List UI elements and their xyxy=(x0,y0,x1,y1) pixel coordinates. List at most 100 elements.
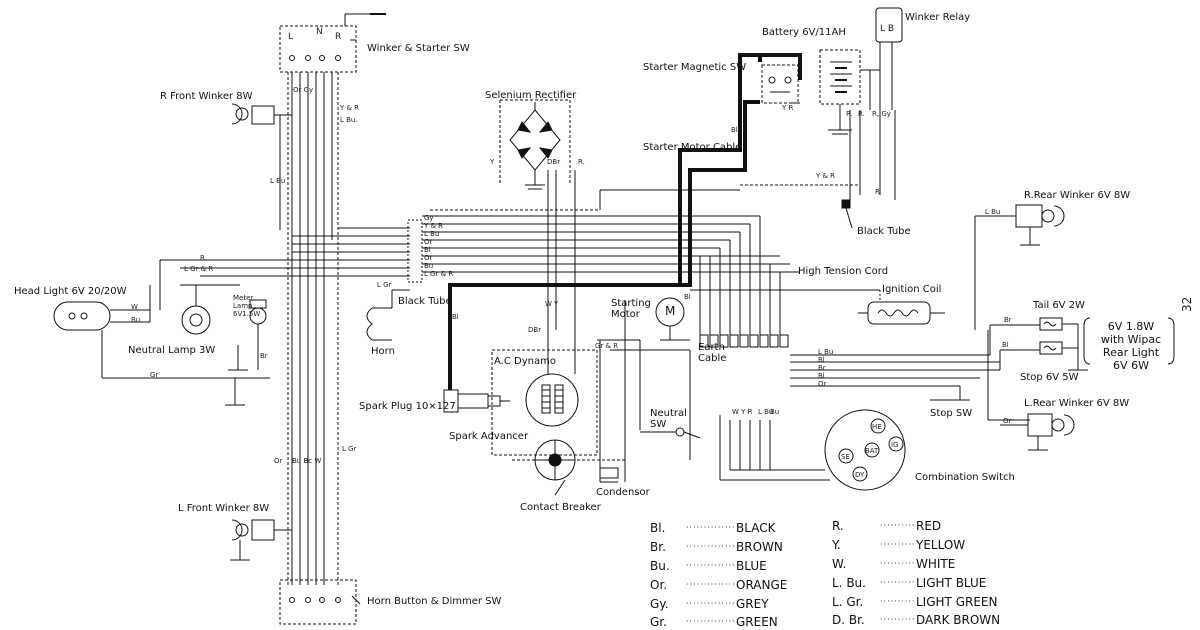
wire-label-relay-r-gy: R, Gy xyxy=(872,110,891,118)
wire-label-harness-4: Or xyxy=(424,238,433,246)
legend-color: BROWN xyxy=(736,540,783,554)
left-harness-bundle xyxy=(287,72,339,585)
wire-label-yr-near-tube: Y & R xyxy=(816,172,836,180)
legend-abbr: Bl. xyxy=(650,521,666,535)
legend-color: LIGHT BLUE xyxy=(916,576,987,590)
legend-color: YELLOW xyxy=(916,538,966,552)
head-light xyxy=(53,260,270,406)
r-rear-winker-label: R.Rear Winker 6V 8W xyxy=(1024,190,1131,201)
wire-label-cs-bl2: Bl xyxy=(818,372,825,380)
legend-row: Br.·················BROWN xyxy=(650,540,783,554)
wire-label-wsw-or-gy: Or Gy xyxy=(293,86,314,94)
combination-switch-label: Combination Switch xyxy=(915,472,1015,483)
wire-label-cs-bu: Bu xyxy=(770,408,780,416)
legend-color: BLACK xyxy=(736,521,776,535)
wire-label-harness-r: R xyxy=(200,254,205,262)
stop-lamp xyxy=(1039,324,1088,371)
legend-abbr: Or. xyxy=(650,578,668,592)
starter-magnetic-switch xyxy=(761,64,800,104)
wire-label-lfw-l-gr: L Gr xyxy=(342,445,357,453)
contact-breaker-label: Contact Breaker xyxy=(520,502,601,513)
spark-plug-label: Spark Plug 10×127 xyxy=(359,401,456,412)
legend-color: BLUE xyxy=(736,559,767,573)
condenser-label: Condensor xyxy=(596,487,650,498)
black-tube-right xyxy=(841,199,853,229)
legend-abbr: L. Bu. xyxy=(832,576,866,590)
wire-label-sr-y: Y xyxy=(490,158,495,166)
winker-relay xyxy=(849,7,903,200)
winker-starter-terminal-r: R xyxy=(335,32,342,42)
main-horizontal-harness xyxy=(160,184,860,283)
wire-label-cs-wyr: W Y R xyxy=(732,408,753,416)
selenium-rectifier-label: Selenium Rectifier xyxy=(485,90,577,101)
right-side-wiring xyxy=(790,324,1040,421)
combination-switch xyxy=(719,409,906,491)
legend-color: RED xyxy=(916,519,942,533)
legend-row: R.·············RED xyxy=(832,519,942,533)
l-front-winker-label: L Front Winker 8W xyxy=(178,503,270,514)
wire-label-bt-bl: Bl xyxy=(452,313,459,321)
legend-row: Or.·················ORANGE xyxy=(650,578,788,592)
winker-starter-switch xyxy=(279,13,386,73)
combination-switch-terminal-se: SE xyxy=(841,453,850,461)
wire-label-sms-bl: Bl xyxy=(731,126,738,134)
wire-label-cs-or: Or xyxy=(818,380,827,388)
winker-starter-terminal-n: N xyxy=(316,27,323,37)
legend-row: W.·············WHITE xyxy=(832,557,956,571)
winker-relay-terminals: L B xyxy=(880,24,895,34)
wire-label-cs-l-bu2: L Bu xyxy=(758,408,774,416)
earth-cable-label: Earth Cable xyxy=(698,342,727,364)
legend-row: D. Br.·············DARK BROWN xyxy=(832,613,1001,627)
wire-label-nl-br: Br xyxy=(260,352,268,360)
earth-cable-connectors xyxy=(699,216,789,348)
legend-abbr: Y. xyxy=(832,538,841,552)
legend-row: Bl.·················BLACK xyxy=(650,521,776,535)
wire-label-stop-bl: Bl xyxy=(1002,341,1009,349)
wire-label-lfw-bu-bcw: Bu Bc W xyxy=(292,457,322,465)
legend-color: GREY xyxy=(736,597,769,611)
starting-motor-symbol: M xyxy=(665,304,676,318)
ignition-coil xyxy=(690,289,945,325)
meter-lamp xyxy=(228,299,267,371)
stop-switch-label: Stop SW xyxy=(930,408,973,419)
wire-label-rfw-l-bu: L Bu xyxy=(270,177,286,185)
wire-label-sms-y-r: Y R xyxy=(782,104,794,112)
wire-label-rrw-l-bu: L Bu xyxy=(985,208,1001,216)
contact-breaker xyxy=(554,479,566,496)
legend-abbr: D. Br. xyxy=(832,613,865,627)
wire-label-lrw-or: Or xyxy=(1003,417,1012,425)
legend-abbr: Br. xyxy=(650,540,666,554)
legend-abbr: Gr. xyxy=(650,615,667,629)
wire-label-hl-bu: Bu xyxy=(131,316,141,324)
tail-lamp-label: Tail 6V 2W xyxy=(1033,300,1085,311)
spark-advancer-label: Spark Advancer xyxy=(449,431,529,442)
selenium-rectifier xyxy=(499,99,576,330)
legend-row: Gy.·················GREY xyxy=(650,597,769,611)
meter-lamp-label: Meter Lamp 6V1.5W xyxy=(233,294,261,318)
wire-label-harness-lgr-r: L Gr & R xyxy=(184,265,214,273)
wire-label-wsw-l-bu: L Bu. xyxy=(340,116,358,124)
black-tube-right-label: Black Tube xyxy=(857,226,911,237)
head-light-label: Head Light 6V 20/20W xyxy=(14,286,127,297)
black-tube-left-label: Black Tube xyxy=(398,296,452,307)
wire-label-dyn-gr-r: Gr & R xyxy=(595,342,619,350)
starter-magnetic-switch-label: Starter Magnetic SW xyxy=(643,62,747,73)
ac-dynamo-label: A.C Dynamo xyxy=(494,356,556,367)
wire-label-harness-7: Bu xyxy=(424,262,434,270)
legend-row: L. Bu.·············LIGHT BLUE xyxy=(832,576,987,590)
rear-light-note: 6V 1.8W with Wipac Rear Light 6V 6W xyxy=(1100,320,1162,372)
legend-abbr: Bu. xyxy=(650,559,670,573)
horn-label: Horn xyxy=(371,346,395,357)
legend-row: Bu.·················BLUE xyxy=(650,559,767,573)
l-rear-winker-label: L.Rear Winker 6V 8W xyxy=(1024,398,1130,409)
wire-label-harness-2: Y & R xyxy=(424,222,444,230)
battery-label: Battery 6V/11AH xyxy=(762,27,846,38)
wire-label-harness-8: L Gr & R xyxy=(424,270,454,278)
legend-abbr: L. Gr. xyxy=(832,595,864,609)
wire-label-sr-dbr: DBr xyxy=(547,158,561,166)
legend-abbr: Gy. xyxy=(650,597,669,611)
legend-row: Gr.·················GREEN xyxy=(650,615,778,629)
battery xyxy=(819,49,880,135)
wire-label-harness-1: Gy xyxy=(424,214,434,222)
ignition-coil-label: Ignition Coil xyxy=(882,284,942,295)
